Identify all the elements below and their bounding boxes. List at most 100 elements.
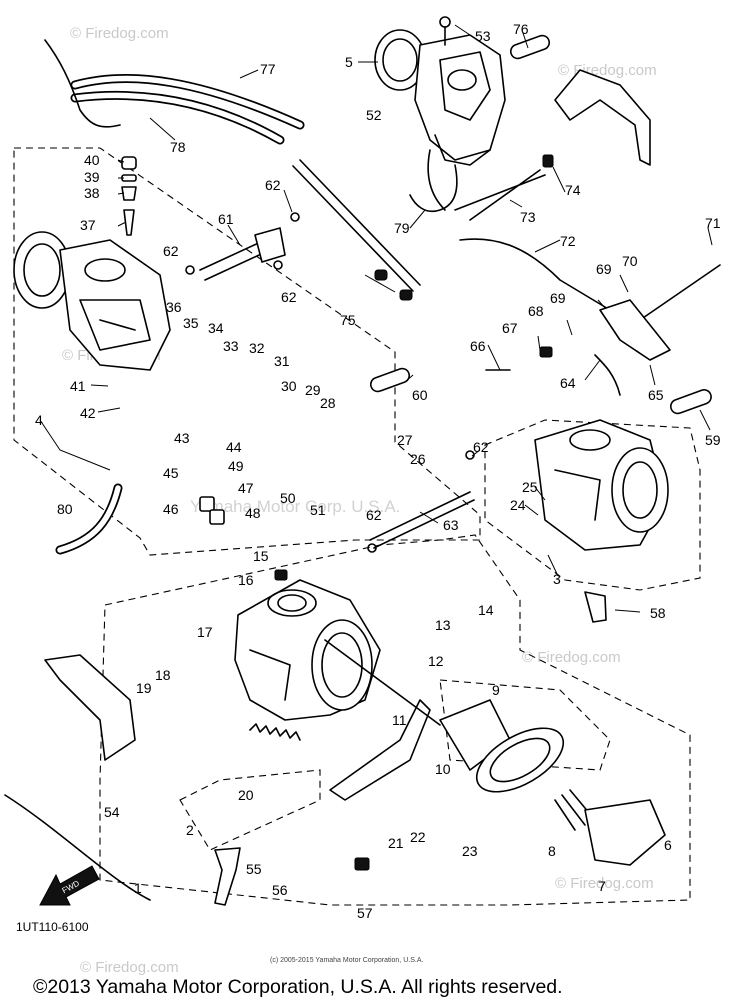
callout-59: 59 [705, 432, 721, 448]
callout-48: 48 [245, 505, 261, 521]
callout-43: 43 [174, 430, 190, 446]
vent-hose [409, 164, 458, 213]
callout-40: 40 [84, 152, 100, 168]
watermarks: © Firedog.com © Firedog.com © Firedog.co… [62, 25, 657, 976]
callout-7: 7 [598, 878, 606, 894]
callout-72: 72 [560, 233, 576, 249]
callout-71: 71 [705, 215, 721, 231]
callout-18: 18 [155, 667, 171, 683]
callout-46: 46 [163, 501, 179, 517]
carburetor-top [374, 16, 506, 211]
footer-copyright: ©2013 Yamaha Motor Corporation, U.S.A. A… [33, 976, 563, 998]
callout-19: 19 [136, 680, 152, 696]
callout-39: 39 [84, 169, 100, 185]
callout-8: 8 [548, 843, 556, 859]
group-1-boundary [99, 534, 691, 906]
watermark: © Firedog.com [555, 875, 654, 892]
callout-6: 6 [664, 837, 672, 853]
callout-62: 62 [473, 439, 489, 455]
callout-60: 60 [412, 387, 428, 403]
sleeves [369, 34, 712, 415]
callout-49: 49 [228, 458, 244, 474]
callout-37: 37 [80, 217, 96, 233]
callout-12: 12 [428, 653, 444, 669]
callout-20: 20 [238, 787, 254, 803]
callout-24: 24 [510, 497, 526, 513]
callout-15: 15 [253, 548, 269, 564]
callout-34: 34 [208, 320, 224, 336]
callout-70: 70 [622, 253, 638, 269]
callout-28: 28 [320, 395, 336, 411]
part-code: 1UT110-6100 [16, 920, 89, 934]
callout-64: 64 [560, 375, 576, 391]
callout-16: 16 [238, 572, 254, 588]
callout-23: 23 [462, 843, 478, 859]
callout-75: 75 [340, 312, 356, 328]
callout-13: 13 [435, 617, 451, 633]
carburetor-right [534, 419, 669, 551]
callout-41: 41 [70, 378, 86, 394]
callout-9: 9 [492, 682, 500, 698]
callout-14: 14 [478, 602, 494, 618]
group-1-base-line [4, 794, 151, 901]
callout-44: 44 [226, 439, 242, 455]
callout-25: 25 [522, 479, 538, 495]
callout-32: 32 [249, 340, 265, 356]
callout-69: 69 [596, 261, 612, 277]
watermark-center: Yamaha Motor Corp. U.S.A. [190, 497, 400, 516]
callout-54: 54 [104, 804, 120, 820]
callout-45: 45 [163, 465, 179, 481]
callout-77: 77 [260, 61, 276, 77]
group-4-boundary [13, 147, 481, 556]
group-9-boundary [439, 679, 611, 771]
assembly-boundaries [4, 147, 701, 906]
callout-21: 21 [388, 835, 404, 851]
callout-26: 26 [410, 451, 426, 467]
callout-1: 1 [134, 880, 142, 896]
callout-10: 10 [435, 761, 451, 777]
callout-57: 57 [357, 905, 373, 921]
callouts: 1 2 3 4 5 6 7 8 9 10 11 12 13 14 15 16 1… [35, 21, 721, 921]
callout-58: 58 [650, 605, 666, 621]
callout-22: 22 [410, 829, 426, 845]
callout-56: 56 [272, 882, 288, 898]
callout-61: 61 [218, 211, 234, 227]
callout-4: 4 [35, 412, 43, 428]
callout-27: 27 [397, 432, 413, 448]
carburetor-left [13, 231, 171, 371]
callout-80: 80 [57, 501, 73, 517]
callout-53: 53 [475, 28, 491, 44]
watermark: © Firedog.com [80, 959, 179, 976]
vacuum-chamber [439, 699, 666, 866]
callout-76: 76 [513, 21, 529, 37]
callout-63: 63 [443, 517, 459, 533]
drain-hose [55, 483, 123, 555]
callout-62: 62 [366, 507, 382, 523]
callout-3: 3 [553, 571, 561, 587]
callout-38: 38 [84, 185, 100, 201]
callout-47: 47 [238, 480, 254, 496]
callout-69: 69 [550, 290, 566, 306]
callout-11: 11 [392, 712, 407, 728]
callout-62: 62 [265, 177, 281, 193]
bracket-top-right [554, 69, 651, 166]
callout-68: 68 [528, 303, 544, 319]
callout-74: 74 [565, 182, 581, 198]
callout-50: 50 [280, 490, 296, 506]
callout-79: 79 [394, 220, 410, 236]
callout-62: 62 [281, 289, 297, 305]
bracket-bottom-left [44, 654, 136, 761]
callout-29: 29 [305, 382, 321, 398]
callout-73: 73 [520, 209, 536, 225]
callout-66: 66 [470, 338, 486, 354]
callout-31: 31 [274, 353, 290, 369]
fuel-hoses [44, 39, 305, 145]
callout-2: 2 [186, 822, 194, 838]
leader-lines [39, 24, 713, 613]
fwd-arrow: FWD [39, 865, 100, 906]
callout-42: 42 [80, 405, 96, 421]
callout-52: 52 [366, 107, 382, 123]
bracket-center [329, 699, 431, 801]
carburetor-center [234, 579, 381, 721]
